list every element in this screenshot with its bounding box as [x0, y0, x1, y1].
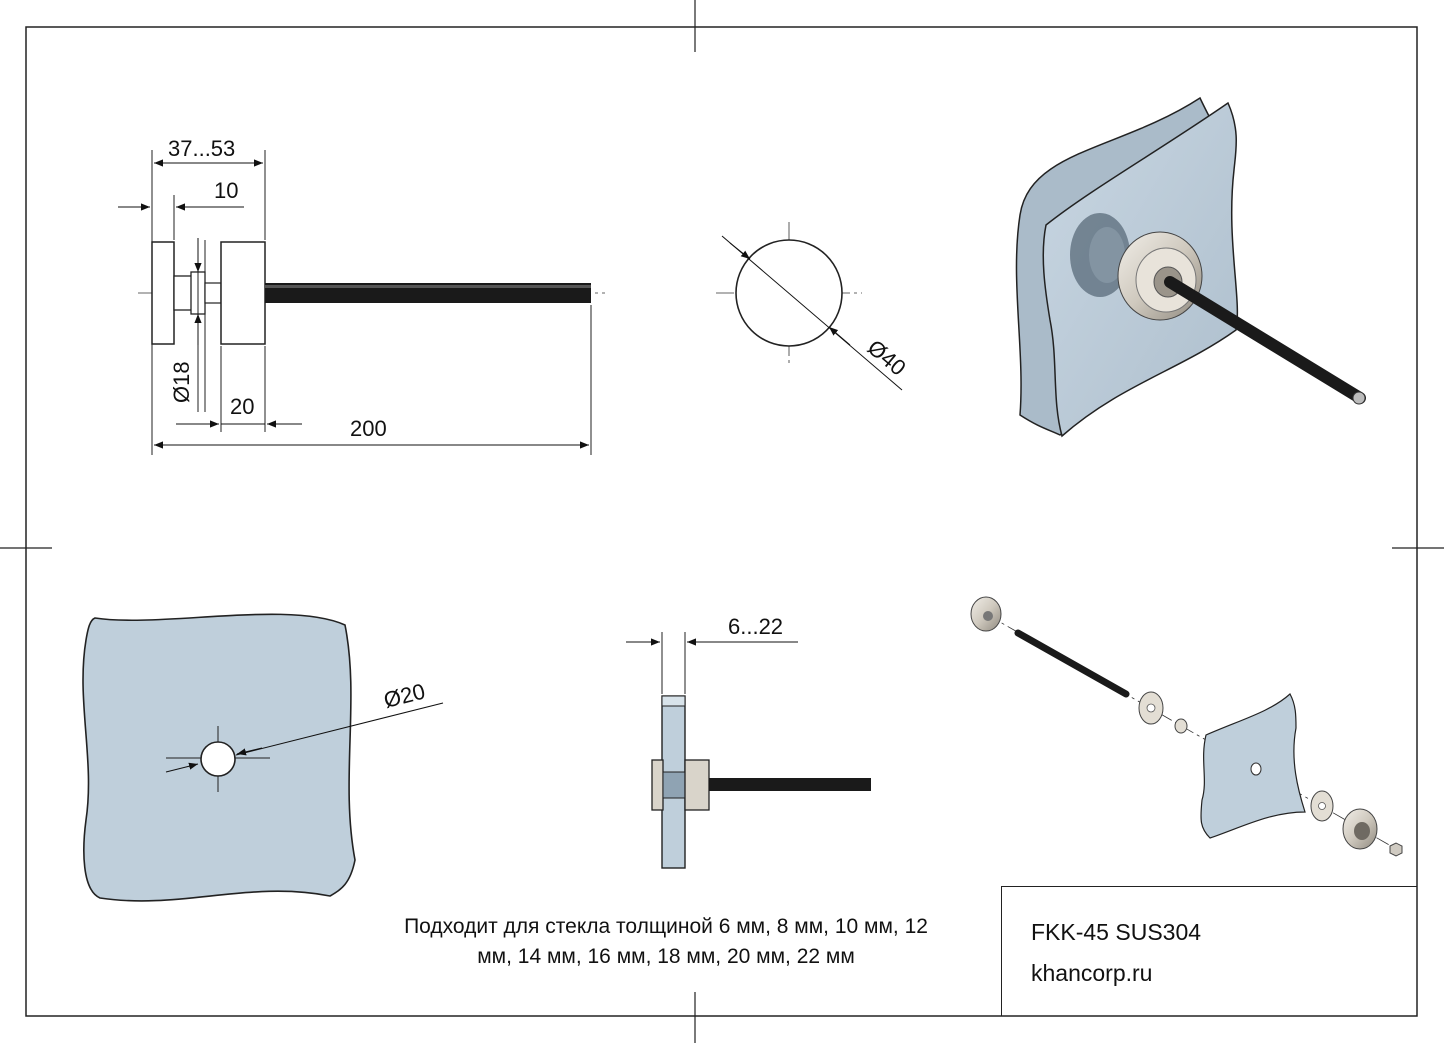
section-right-cap: [684, 759, 710, 811]
iso-view: [1015, 96, 1366, 438]
side-view: 37...53 10 Ø18 20 200: [118, 136, 605, 455]
section-view: 6...22: [626, 614, 871, 869]
website-link[interactable]: khancorp.ru: [1031, 960, 1153, 986]
exploded-nut: [1389, 842, 1403, 857]
dim-gap: 10: [214, 178, 238, 203]
note-line-1: Подходит для стекла толщиной 6 мм, 8 мм,…: [404, 915, 928, 938]
iso-rod: [1164, 276, 1366, 404]
title-block: FKK-45 SUS304 khancorp.ru: [1001, 886, 1417, 1016]
model-name: FKK-45 SUS304: [1031, 919, 1202, 945]
dim-cap-diameter: Ø40: [863, 335, 911, 381]
dim-hole-diameter: Ø20: [381, 679, 427, 713]
dim-glass-thickness: 6...22: [728, 614, 783, 639]
dim-cap-width: 20: [230, 394, 254, 419]
section-rod: [709, 778, 871, 791]
exploded-rod: [1014, 629, 1130, 698]
left-cap: [151, 241, 175, 345]
note-line-2: мм, 14 мм, 16 мм, 18 мм, 20 мм, 22 мм: [477, 945, 855, 968]
dim-rod-length: 200: [350, 416, 387, 441]
right-cap: [220, 241, 266, 345]
section-left-cap: [651, 759, 664, 811]
left-neck: [173, 275, 193, 311]
drawing-frame: [25, 26, 1418, 1017]
exploded-view: [970, 596, 1403, 857]
glass-slot: [204, 282, 222, 304]
mount-hole: [200, 741, 236, 777]
dim-total-width: 37...53: [168, 136, 235, 161]
glass-view: Ø20: [82, 613, 444, 902]
glass-thickness-note: Подходит для стекла толщиной 6 мм, 8 мм,…: [330, 912, 1002, 972]
dim-bolt-diameter: Ø18: [169, 361, 194, 403]
front-view: Ø40: [716, 222, 911, 391]
